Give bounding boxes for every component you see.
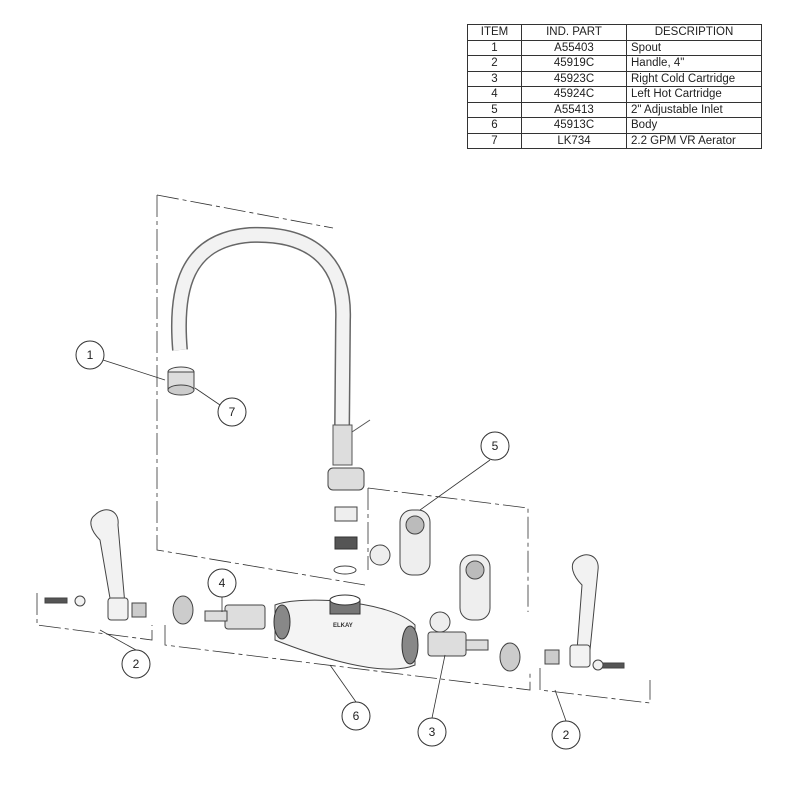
sleeve <box>334 506 358 522</box>
inlet-right <box>429 554 491 633</box>
spout <box>170 226 371 466</box>
callout-number: 6 <box>353 709 360 723</box>
description-cell: 2" Adjustable Inlet <box>626 101 762 118</box>
right-index-cap <box>499 642 521 672</box>
inlet-left <box>369 509 431 576</box>
right-cartridge <box>427 631 489 657</box>
aerator <box>167 366 195 396</box>
callout-1: 1 <box>75 340 105 370</box>
callout-circle <box>551 720 581 750</box>
description-cell: Handle, 4" <box>626 55 762 72</box>
callout-number: 2 <box>563 728 570 742</box>
callout-3: 3 <box>417 717 447 747</box>
spout-boundary <box>156 194 366 586</box>
callout-circle <box>75 340 105 370</box>
callout-2: 2 <box>551 720 581 750</box>
callout-circle <box>217 397 247 427</box>
body-brand: ELKAY <box>333 623 353 629</box>
left-handle-boundary <box>36 593 153 641</box>
left-index-cap <box>172 595 194 625</box>
faucet-body: ELKAY <box>273 594 419 670</box>
callout-number: 2 <box>133 657 140 671</box>
callout-number: 5 <box>492 439 499 453</box>
callout-circle <box>480 431 510 461</box>
callout-number: 7 <box>229 405 236 419</box>
part-cell: 45913C <box>521 117 627 134</box>
left-handle <box>44 509 147 621</box>
callout-4: 4 <box>207 568 237 598</box>
right-handle-boundary <box>539 668 651 704</box>
callout-circle <box>121 649 151 679</box>
body-boundary <box>164 625 531 691</box>
o-ring <box>334 536 358 550</box>
callout-circle <box>417 717 447 747</box>
callout-number: 4 <box>219 576 226 590</box>
inlet-boundary <box>367 487 529 612</box>
callout-2: 2 <box>121 649 151 679</box>
description-cell: Left Hot Cartridge <box>626 86 762 103</box>
callout-circle <box>341 701 371 731</box>
callout-number: 3 <box>429 725 436 739</box>
part-cell: LK734 <box>521 132 627 149</box>
washer <box>333 565 357 575</box>
left-cartridge <box>204 604 266 630</box>
callout-6: 6 <box>341 701 371 731</box>
callout-5: 5 <box>480 431 510 461</box>
right-handle <box>544 554 625 671</box>
description-cell: 2.2 GPM VR Aerator <box>626 132 762 149</box>
spout-nut <box>327 467 365 491</box>
callout-number: 1 <box>87 348 94 362</box>
callout-7: 7 <box>217 397 247 427</box>
callout-circle <box>207 568 237 598</box>
